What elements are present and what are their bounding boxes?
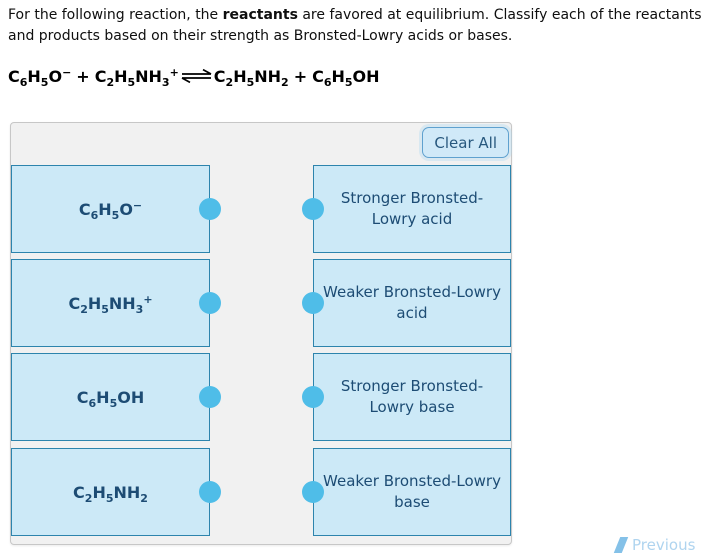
tile-formula: C6H5O− <box>78 198 143 222</box>
connector-dot[interactable] <box>199 292 221 314</box>
tile-label: Weaker Bronsted-Lowry base <box>323 472 501 511</box>
equilibrium-arrow-icon <box>180 68 213 84</box>
category-tile-weaker-base[interactable]: Weaker Bronsted-Lowry base <box>302 448 511 536</box>
tile-label: Weaker Bronsted-Lowry acid <box>323 283 501 322</box>
connector-dot[interactable] <box>199 198 221 220</box>
instructions-pre: For the following reaction, the <box>8 7 223 23</box>
choice-tile-c6h5o[interactable]: C6H5O− <box>11 165 221 253</box>
clear-all-button[interactable]: Clear All <box>422 127 509 158</box>
tile-formula: C2H5NH2 <box>73 482 148 505</box>
plus-sign: + <box>293 67 308 86</box>
category-tile-weaker-acid[interactable]: Weaker Bronsted-Lowry acid <box>302 259 511 347</box>
connector-dot[interactable] <box>199 386 221 408</box>
reactant-2-formula: C2H5NH3+ <box>94 66 179 89</box>
matching-panel: Clear All C6H5O− C2H5NH3+ C6H5OH C2H5NH2… <box>10 122 512 545</box>
connector-dot[interactable] <box>302 481 324 503</box>
plus-sign: + <box>76 67 90 86</box>
connector-dot[interactable] <box>302 198 324 220</box>
reactant-1-formula: C6H5O− <box>8 66 72 89</box>
previous-button[interactable]: Previous <box>613 536 696 553</box>
category-tile-stronger-acid[interactable]: Stronger Bronsted-Lowry acid <box>302 165 511 253</box>
instructions-bold-word: reactants <box>222 7 298 23</box>
product-2-formula: C6H5OH <box>312 67 380 89</box>
connector-dot[interactable] <box>302 292 324 314</box>
choice-tile-c2h5nh3[interactable]: C2H5NH3+ <box>11 259 221 347</box>
connector-dot[interactable] <box>302 386 324 408</box>
previous-label: Previous <box>632 536 696 553</box>
instructions-text: For the following reaction, the reactant… <box>8 5 702 47</box>
product-1-formula: C2H5NH2 <box>213 67 289 89</box>
tile-formula: C6H5OH <box>76 387 145 410</box>
instructions-post: are favored at equilibrium. Classify eac… <box>8 7 702 44</box>
tile-formula: C2H5NH3+ <box>68 292 153 316</box>
connector-dot[interactable] <box>199 481 221 503</box>
choice-tile-c6h5oh[interactable]: C6H5OH <box>11 353 221 441</box>
tile-label: Stronger Bronsted-Lowry acid <box>340 189 484 228</box>
reaction-equation: C6H5O−+C2H5NH3+C2H5NH2+C6H5OH <box>8 66 380 89</box>
category-tile-stronger-base[interactable]: Stronger Bronsted-Lowry base <box>302 353 511 441</box>
choice-tile-c2h5nh2[interactable]: C2H5NH2 <box>11 448 221 536</box>
tile-label: Stronger Bronsted-Lowry base <box>340 377 484 416</box>
previous-arrow-icon <box>613 537 629 553</box>
